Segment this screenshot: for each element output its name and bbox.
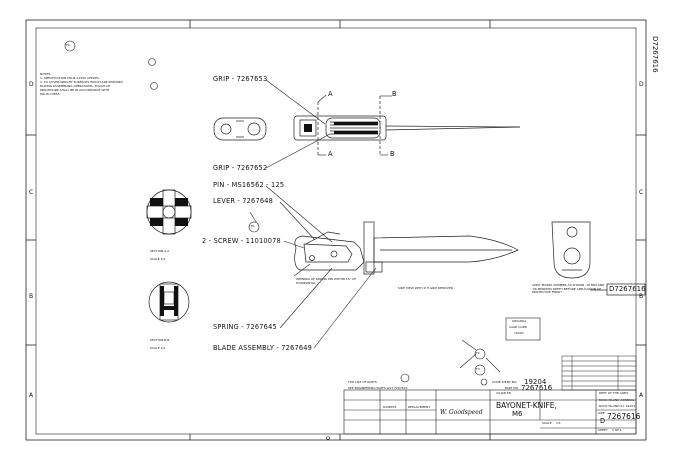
leader-lines-side [249,185,377,349]
original-cage-line2: CAGE CODE [509,325,527,329]
title-block-drawing-number: 7267616 [607,412,641,421]
note-line: PROCEDURE SHALL BE IN ACCORDANCE WITH [40,88,110,92]
bayonet-side-view [294,221,519,275]
title-block-title: BAYONET-KNIFE, [496,401,557,410]
title-block-size-label: SIZE [598,411,605,415]
callout-grip-top: GRIP - 7267653 [213,75,268,83]
title-block-scale: 1/1 [556,421,561,425]
outer-border [25,19,647,441]
flag-f4: F4 [66,43,70,47]
note-line: MIL-W-13855. [40,92,61,96]
title-block-dept-line: ROCK ISLAND ILL 61201 [599,404,636,408]
model-number-marking: D7267616 [609,285,646,293]
grip-end-view [213,117,267,141]
part-no-label: PART NO. [505,386,519,390]
section-mark-a-bottom: A [328,150,333,158]
title-block-size: D [600,417,606,425]
cage-code-arrows [459,339,501,373]
section-aa-title: SECTION A-A [150,249,170,253]
title-block-next-assy: 8448705 [383,405,397,409]
flag-f2: F2 [476,351,480,355]
callout-blade-assembly: BLADE ASSEMBLY - 7267649 [213,344,313,352]
section-mark-b-top: B [392,90,397,98]
zone-left-b: B [29,293,34,300]
callout-spring: SPRING - 7267645 [213,323,277,331]
title-block-dept-line: ROCK ISLAND ARSENAL [599,398,635,402]
original-cage-line3: 19203 [514,331,524,335]
note-line: DURING ASSEMBLING OPERATIONS, TOUCH-UP [40,84,111,88]
pommel-detail-view [551,221,646,296]
title-block-date: 24 JAN 58 [496,391,511,395]
leader-lines-top [265,79,392,169]
title-block-scale-label: SCALE [542,421,552,425]
notes-header: NOTES: [40,72,52,76]
section-aa-scale: SCALE 2/1 [150,257,166,261]
drawing-number-vertical: D7267616 [651,36,659,73]
parts-list-line2: SEE ENGINEERING PARTS LIST 7267616 [348,386,408,390]
callout-pin: PIN - MS16562 - 125 [213,181,285,189]
title-block-used-on: REPLACEMENT [408,405,431,409]
zone-left-a: A [29,392,34,399]
revision-block [561,355,637,391]
note-apply-model-number: APPLY MODEL NUMBER AS SHOWN .10 MIN AND … [532,283,605,295]
cage-code-box [505,317,541,341]
zone-right-b: B [639,293,644,300]
section-bb-scale: SCALE 2/1 [150,346,166,350]
parts-list-line1: FOR LIST OF PARTS, [348,380,378,384]
zone-left-d: D [29,81,34,88]
title-block-sheet-label: SHEET [598,428,608,432]
section-mark-a-top: A [328,90,333,98]
title-block-model: M6 [512,410,523,418]
flag-circles [64,40,488,440]
flag-e1: E1 [251,224,255,228]
bayonet-top-view [293,96,521,155]
title-block-signature: W. Goodspeed [440,409,483,416]
note-line: 2. TO COVER WRIGHT SURFACES WHICH ARE EX… [40,80,123,84]
callout-grip-bottom: GRIP - 7267652 [213,164,268,172]
callout-screw: 2 - SCREW - 11010078 [202,237,281,245]
title-block [343,389,637,435]
note-line: 1. SPECIFICATION MIL-B-11509 APPLIES. [40,76,100,80]
zone-right-c: C [639,189,644,196]
part-no-value: 7267616 [521,384,553,392]
notes-block: NOTES: 1. SPECIFICATION MIL-B-11509 APPL… [40,73,123,96]
note-side-view: SIDE VIEW WITH R H GRIP REMOVED [398,286,454,290]
flag-f3: F3 [476,367,480,371]
title-block-sheet: 1 OF 1 [612,428,622,432]
zone-right-a: A [639,392,644,399]
code-ident-value: 19204 [524,378,547,386]
section-mark-b-bottom: B [390,150,395,158]
section-bb-title: SECTION B-B [150,338,170,342]
section-bb-view [148,281,190,323]
original-cage-line1: ORIGINAL [512,319,527,323]
callout-lever: LEVER - 7267648 [213,197,274,205]
code-ident-label: CODE IDENT NO. [492,380,518,384]
section-aa-view [146,189,192,235]
inner-border [35,27,637,435]
zone-left-c: C [29,189,34,196]
note-spring-pin-opening: OPENING OF SPRING PIN WITHIN 15° OF HORI… [296,277,357,285]
zone-right-d: D [639,81,644,88]
title-block-dept-line: DEPT OF THE ARMY [599,391,629,395]
